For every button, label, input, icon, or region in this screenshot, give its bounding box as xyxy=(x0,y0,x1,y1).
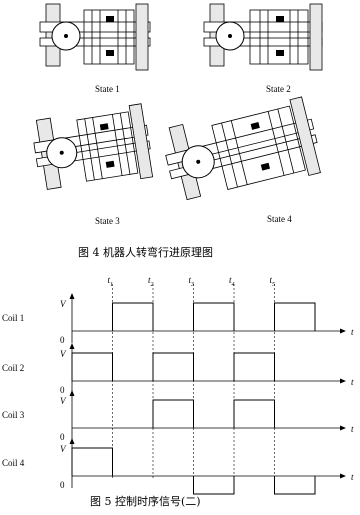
time-axis-arrow xyxy=(340,473,346,479)
amplitude-label: V xyxy=(60,396,67,406)
time-marker-label: t3 xyxy=(189,275,195,288)
coil-label: Coil 2 xyxy=(2,363,24,373)
time-axis-label: t xyxy=(351,424,354,434)
time-marker-subscript: 4 xyxy=(232,281,235,288)
pulse-high xyxy=(233,352,275,381)
pulse-high xyxy=(152,399,194,428)
time-axis-arrow xyxy=(340,425,346,431)
time-marker-subscript: 1 xyxy=(110,282,113,288)
figure-5-caption: 图 5 控制时序信号(二) xyxy=(90,494,201,508)
zero-label: 0 xyxy=(60,480,65,490)
time-axis-label: t xyxy=(351,377,354,387)
time-marker-label: t1 xyxy=(108,275,114,288)
time-axis-arrow xyxy=(340,328,346,334)
state-1-label: State 1 xyxy=(95,84,120,94)
coil-label: Coil 3 xyxy=(2,410,25,420)
time-marker-label: t2 xyxy=(148,275,154,288)
vertical-axis-arrow xyxy=(69,390,75,396)
time-marker-subscript: 3 xyxy=(190,282,194,288)
time-marker-label: t4 xyxy=(229,275,235,288)
zero-label: 0 xyxy=(60,385,65,395)
time-axis-label: t xyxy=(351,327,354,337)
pulse-high xyxy=(71,447,113,476)
amplitude-label: V xyxy=(60,444,67,454)
coil-label: Coil 1 xyxy=(2,313,24,323)
pulse-low xyxy=(274,476,316,495)
vertical-axis-arrow xyxy=(69,438,75,444)
pulse-high xyxy=(152,352,194,381)
time-marker-subscript: 5 xyxy=(272,282,275,288)
zero-label: 0 xyxy=(60,335,65,345)
robot-drawing-state-2 xyxy=(203,3,323,71)
state-3-label: State 3 xyxy=(95,216,120,226)
pulse-high xyxy=(233,399,275,428)
state-4-label: State 4 xyxy=(267,214,292,224)
state-2-label: State 2 xyxy=(266,84,291,94)
time-marker-label: t5 xyxy=(270,275,276,288)
vertical-axis-arrow xyxy=(69,293,75,299)
zero-label: 0 xyxy=(60,432,65,442)
pulse-high xyxy=(71,352,113,381)
robot-drawing-state-4 xyxy=(165,96,321,201)
time-axis-label: t xyxy=(351,472,354,482)
pulse-high xyxy=(112,302,154,331)
robot-drawing-state-3 xyxy=(33,103,154,190)
coil-label: Coil 4 xyxy=(2,458,25,468)
amplitude-label: V xyxy=(60,299,67,309)
figure-4-caption: 图 4 机器人转弯行进原理图 xyxy=(78,245,213,259)
time-axis-arrow xyxy=(340,378,346,384)
robot-drawing-state-1 xyxy=(39,3,151,71)
vertical-axis-arrow xyxy=(69,343,75,349)
pulse-high xyxy=(274,302,316,331)
pulse-high xyxy=(193,302,235,331)
pulse-low xyxy=(193,476,235,495)
amplitude-label: V xyxy=(60,349,67,359)
time-marker-subscript: 2 xyxy=(151,282,154,288)
